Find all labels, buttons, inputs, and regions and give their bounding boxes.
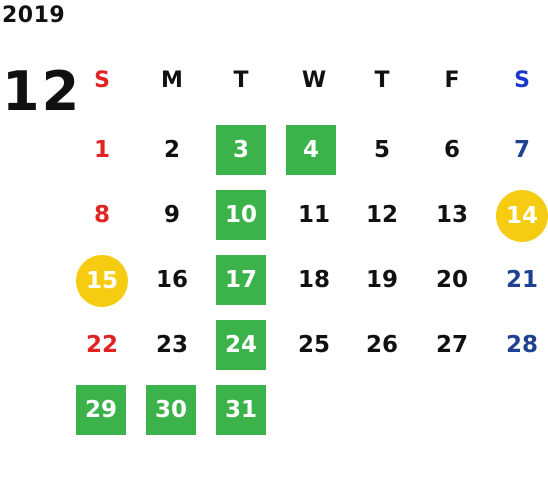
weekday-fri: F — [444, 67, 460, 93]
day-6[interactable]: 6 — [443, 137, 460, 163]
day-8[interactable]: 8 — [93, 202, 110, 228]
day-11[interactable]: 11 — [297, 202, 330, 228]
day-5[interactable]: 5 — [373, 137, 390, 163]
weekday-tue: T — [233, 67, 249, 93]
day-15[interactable]: 15 — [76, 255, 128, 307]
month-label: 12 — [2, 60, 82, 123]
day-29[interactable]: 29 — [76, 385, 126, 435]
day-28[interactable]: 28 — [505, 332, 538, 358]
day-16[interactable]: 16 — [155, 267, 188, 293]
day-13[interactable]: 13 — [435, 202, 468, 228]
day-21[interactable]: 21 — [505, 267, 538, 293]
day-25[interactable]: 25 — [297, 332, 330, 358]
day-2[interactable]: 2 — [163, 137, 180, 163]
day-3[interactable]: 3 — [216, 125, 266, 175]
day-27[interactable]: 27 — [435, 332, 468, 358]
weekday-sat: S — [514, 67, 530, 93]
day-20[interactable]: 20 — [435, 267, 468, 293]
day-24[interactable]: 24 — [216, 320, 266, 370]
day-9[interactable]: 9 — [163, 202, 180, 228]
day-12[interactable]: 12 — [365, 202, 398, 228]
day-23[interactable]: 23 — [155, 332, 188, 358]
day-14[interactable]: 14 — [496, 190, 548, 242]
weekday-sun: S — [94, 67, 110, 93]
weekday-thu: T — [374, 67, 390, 93]
day-18[interactable]: 18 — [297, 267, 330, 293]
day-22[interactable]: 22 — [85, 332, 118, 358]
day-30[interactable]: 30 — [146, 385, 196, 435]
weekday-mon: M — [161, 67, 183, 93]
day-31[interactable]: 31 — [216, 385, 266, 435]
year-label: 2019 — [2, 3, 66, 28]
day-7[interactable]: 7 — [513, 137, 530, 163]
day-4[interactable]: 4 — [286, 125, 336, 175]
weekday-wed: W — [301, 67, 327, 93]
day-10[interactable]: 10 — [216, 190, 266, 240]
day-26[interactable]: 26 — [365, 332, 398, 358]
day-17[interactable]: 17 — [216, 255, 266, 305]
day-19[interactable]: 19 — [365, 267, 398, 293]
day-1[interactable]: 1 — [93, 137, 110, 163]
